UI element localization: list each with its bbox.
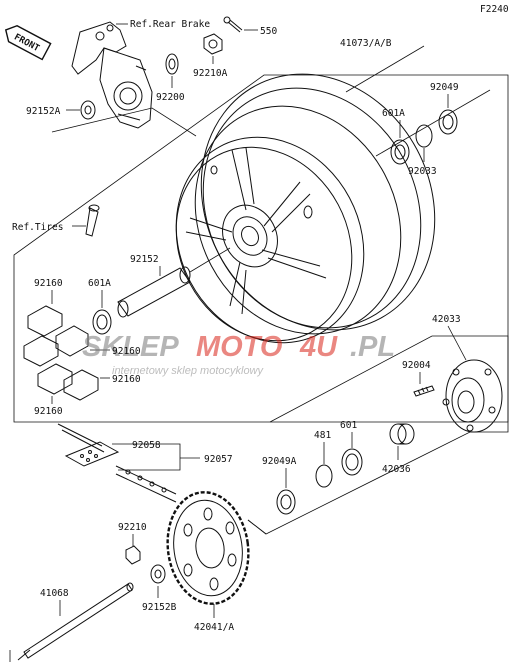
collar-92152b-part — [150, 564, 166, 584]
collar-92152a-part — [80, 100, 96, 120]
label-42036: 42036 — [382, 464, 411, 475]
axle-nut-lower-part — [125, 545, 141, 565]
label-550: 550 — [260, 26, 277, 37]
label-92210a: 92210A — [193, 68, 228, 79]
watermark-brand-digits: 4U — [299, 331, 338, 363]
label-41068: 41068 — [40, 588, 69, 599]
axle-nut-upper-part — [203, 33, 223, 55]
label-92210: 92210 — [118, 522, 147, 533]
label-92058: 92058 — [132, 440, 161, 451]
hub-group-outline — [247, 335, 509, 535]
sprocket-axis-line — [247, 519, 267, 535]
label-92152a: 92152A — [26, 106, 61, 117]
wheel-axis-line — [375, 89, 491, 157]
ref-tires-label: Ref.Tires — [12, 222, 63, 233]
sprocket-coupling-part — [442, 359, 503, 433]
label-92160-a: 92160 — [34, 278, 63, 289]
label-92049a: 92049A — [262, 456, 297, 467]
drive-chain-part — [57, 423, 177, 503]
front-arrow-badge: FRONT — [4, 24, 52, 61]
label-92033: 92033 — [408, 166, 437, 177]
collar-axis-line — [189, 247, 231, 273]
ref-rear-brake-label: Ref.Rear Brake — [130, 19, 210, 30]
label-92160-d: 92160 — [34, 406, 63, 417]
label-601a-upper: 601A — [382, 108, 405, 119]
label-41073: 41073/A/B — [340, 38, 392, 49]
label-92004: 92004 — [402, 360, 431, 371]
leader-42033 — [447, 325, 467, 361]
watermark-brand-red: MOTO — [196, 331, 283, 363]
watermark-logo: SKLEP MOTO 4U .PL internetowy sklep moto… — [82, 331, 395, 377]
figure-code: F2240 — [480, 4, 509, 15]
leader-41073 — [345, 45, 425, 93]
bearing-601a-left-part — [92, 309, 112, 335]
label-92152b: 92152B — [142, 602, 177, 613]
watermark-tagline: internetowy sklep motocyklowy — [112, 365, 265, 377]
watermark-brand-dark: SKLEP — [82, 331, 179, 363]
rear-sprocket-part — [166, 491, 250, 605]
label-92152: 92152 — [130, 254, 159, 265]
cotter-pin-part — [223, 16, 243, 33]
collar-92152-part — [117, 266, 191, 318]
stud-92004-part — [413, 385, 435, 397]
watermark-brand-tail: .PL — [350, 331, 395, 363]
collar-42036-part — [389, 423, 415, 445]
seal-92049a-part — [276, 489, 296, 515]
seal-92049-part — [438, 109, 458, 135]
tire-valve-part — [85, 204, 100, 237]
leader-92058-bracket — [112, 443, 181, 471]
bearing-601-part — [341, 448, 363, 476]
bearing-601a-upper-part — [390, 139, 410, 165]
label-92160-c: 92160 — [112, 374, 141, 385]
rear-axle-part — [17, 582, 134, 661]
circlip-481-part — [315, 464, 333, 488]
label-92049: 92049 — [430, 82, 459, 93]
label-42041: 42041/A — [194, 622, 234, 633]
circlip-92033-part — [415, 124, 433, 148]
label-481: 481 — [314, 430, 331, 441]
caliper-guide-line — [51, 107, 197, 137]
label-601a-left: 601A — [88, 278, 111, 289]
label-42033: 42033 — [432, 314, 461, 325]
label-92160-b: 92160 — [112, 346, 141, 357]
label-92057: 92057 — [204, 454, 233, 465]
washer-92200-part — [165, 53, 179, 75]
damper-rubbers-part — [23, 305, 99, 401]
rear-wheel-rim-drawing — [175, 73, 436, 344]
label-601: 601 — [340, 420, 357, 431]
label-92200: 92200 — [156, 92, 185, 103]
rear-brake-caliper-drawing — [71, 21, 153, 129]
